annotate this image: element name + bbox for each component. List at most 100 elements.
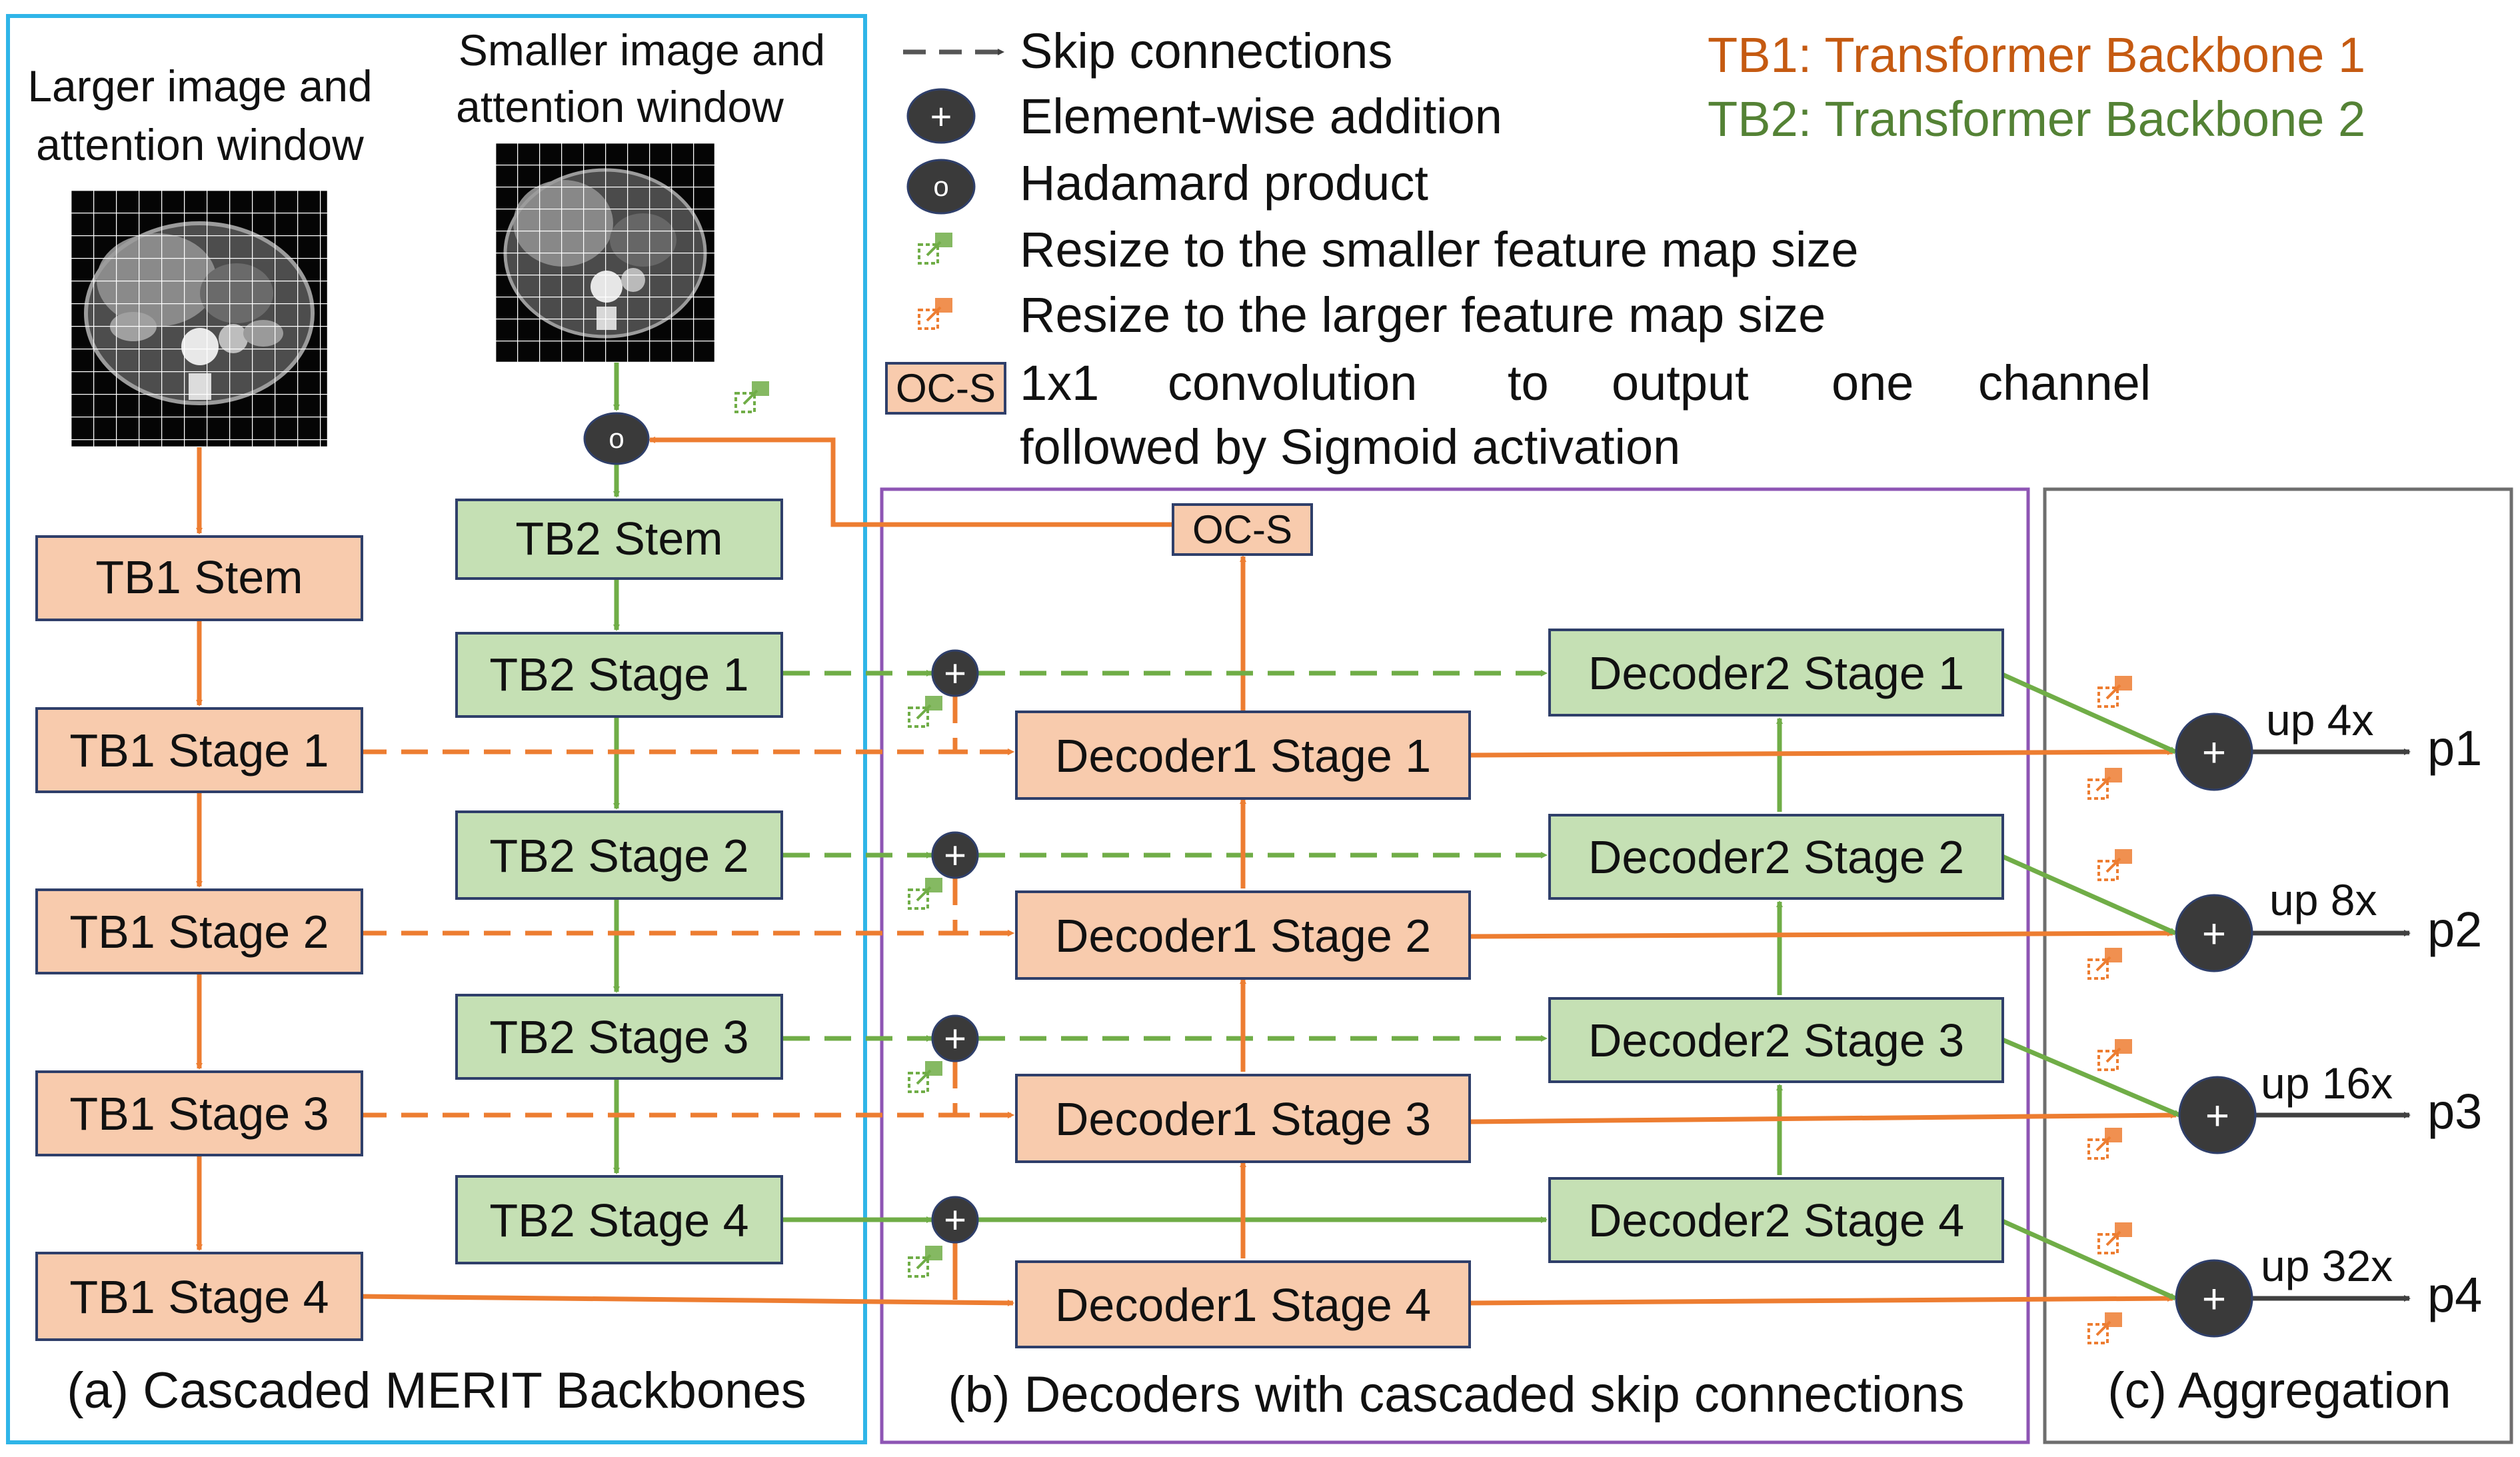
smaller-ct-image <box>494 141 716 364</box>
skip-plus-node-2: + <box>931 831 979 879</box>
decoder2-stage1-node: Decoder2 Stage 1 <box>1548 629 2004 717</box>
legend-ocs-word-4: output <box>1612 355 1749 411</box>
legend-ocs-box-label: OC-S <box>896 366 996 411</box>
decoder1-stage3-node: Decoder1 Stage 3 <box>1015 1074 1471 1163</box>
legend-tb2-text: TB2: Transformer Backbone 2 <box>1708 91 2365 147</box>
aggregation-plus-node-2: + <box>2175 894 2253 972</box>
resize-small-icon <box>918 233 952 265</box>
panel-a-frame <box>6 14 867 1444</box>
tb1-stem-label: TB1 Stem <box>95 551 303 603</box>
legend-hadamard-text: Hadamard product <box>1020 155 1428 211</box>
up-label-4: up 32x <box>2261 1241 2393 1290</box>
skip-plus-node-1: + <box>931 649 979 697</box>
output-p1: p1 <box>2427 721 2482 776</box>
decoder1-stage3-label: Decoder1 Stage 3 <box>1055 1093 1431 1145</box>
resize-small-icon <box>908 1061 942 1093</box>
aggregation-plus-symbol-2: + <box>2202 911 2226 957</box>
resize-large-icon <box>2087 768 2122 800</box>
tb2-stage4-node: TB2 Stage 4 <box>455 1175 783 1264</box>
resize-large-icon <box>2087 948 2122 980</box>
resize-large-icon <box>2097 1039 2132 1071</box>
tb2-stem-label: TB2 Stem <box>515 513 722 565</box>
tb1-stage3-node: TB1 Stage 3 <box>35 1070 363 1156</box>
tb1-stage4-label: TB1 Stage 4 <box>69 1271 329 1323</box>
resize-large-icon <box>918 298 952 330</box>
output-p3: p3 <box>2427 1084 2482 1139</box>
legend-ocs-word-5: one <box>1832 355 1913 411</box>
legend-ocs-row: OC-S 1x1 convolution to output one chann… <box>885 355 2151 475</box>
tb2-skip-arrows <box>783 670 1548 1042</box>
tb1-stage4-node: TB1 Stage 4 <box>35 1252 363 1341</box>
decoder1-stage4-node: Decoder1 Stage 4 <box>1015 1260 1471 1348</box>
decoder1-to-aggregation-arrows <box>1469 748 2177 1306</box>
tb2-stage1-node: TB2 Stage 1 <box>455 632 783 718</box>
tb2-stage2-label: TB2 Stage 2 <box>489 830 748 882</box>
resize-large-icon <box>2087 1128 2122 1160</box>
decoder2-stage3-label: Decoder2 Stage 3 <box>1588 1014 1964 1066</box>
decoder2-stage3-node: Decoder2 Stage 3 <box>1548 997 2004 1083</box>
legend-hadamard-icon <box>906 159 976 215</box>
skip-plus-symbol-1: + <box>944 652 966 695</box>
skip-plus-node-3: + <box>931 1014 979 1062</box>
aggregation-plus-symbol-4: + <box>2202 1276 2226 1322</box>
skip-plus-symbol-2: + <box>944 834 966 877</box>
tb1-stage1-node: TB1 Stage 1 <box>35 707 363 793</box>
resize-small-icon <box>908 878 942 910</box>
tb1-stem-node: TB1 Stem <box>35 535 363 621</box>
ocs-feedback-arrow <box>648 437 1243 527</box>
tb1-stage4-arrows <box>359 1243 1014 1306</box>
legend-add-row: + Element-wise addition <box>906 88 1502 144</box>
resize-small-icon <box>734 381 769 413</box>
decoder2-stage2-node: Decoder2 Stage 2 <box>1548 814 2004 900</box>
caption-panel-b: (b) Decoders with cascaded skip connecti… <box>948 1366 1965 1423</box>
decoder1-stage1-node: Decoder1 Stage 1 <box>1015 711 1471 800</box>
decoder2-stage2-label: Decoder2 Stage 2 <box>1588 831 1964 883</box>
decoder2-stage4-node: Decoder2 Stage 4 <box>1548 1177 2004 1263</box>
tb1-stage3-label: TB1 Stage 3 <box>69 1088 329 1140</box>
output-p4: p4 <box>2427 1267 2482 1322</box>
legend-add-text: Element-wise addition <box>1020 89 1502 144</box>
aggregation-plus-symbol-3: + <box>2205 1093 2229 1139</box>
smaller-image-title-1: Smaller image and <box>459 25 825 75</box>
skip-plus-node-4: + <box>931 1196 979 1244</box>
tb2-stage1-label: TB2 Stage 1 <box>489 649 748 701</box>
tb1-stage1-label: TB1 Stage 1 <box>69 725 329 776</box>
output-p2: p2 <box>2427 902 2482 957</box>
larger-image-title-2: attention window <box>36 120 364 169</box>
legend: Skip connections + Element-wise addition… <box>885 23 2365 475</box>
tb1-stage2-label: TB1 Stage 2 <box>69 906 329 958</box>
decoder2-stage4-label: Decoder2 Stage 4 <box>1588 1194 1964 1246</box>
ocs-node: OC-S <box>1172 503 1313 556</box>
hadamard-node: o <box>583 412 650 465</box>
tb1-stage2-node: TB1 Stage 2 <box>35 888 363 974</box>
legend-ocs-word-3: to <box>1508 355 1549 411</box>
hadamard-symbol: o <box>609 423 624 454</box>
legend-hadamard-row: o Hadamard product <box>906 155 1428 215</box>
legend-resize-small-text: Resize to the smaller feature map size <box>1020 222 1859 277</box>
legend-skip-row: Skip connections <box>903 23 1392 79</box>
resize-large-icon <box>2097 1222 2132 1254</box>
up-label-3: up 16x <box>2261 1058 2393 1108</box>
decoder2-stage1-label: Decoder2 Stage 1 <box>1588 647 1964 699</box>
legend-ocs-box <box>885 362 1006 415</box>
up-label-1: up 4x <box>2266 695 2373 744</box>
legend-skip-text: Skip connections <box>1020 23 1392 79</box>
legend-tb1-text: TB1: Transformer Backbone 1 <box>1708 27 2365 83</box>
resize-icons <box>734 233 2132 1344</box>
up-label-2: up 8x <box>2269 875 2377 924</box>
larger-ct-image <box>69 189 329 449</box>
tb2-stage3-node: TB2 Stage 3 <box>455 994 783 1080</box>
aggregation-output-arrows <box>2246 748 2411 1302</box>
skip-plus-symbol-3: + <box>944 1017 966 1060</box>
tb2-stem-node: TB2 Stem <box>455 499 783 580</box>
skip-plus-symbol-4: + <box>944 1198 966 1242</box>
aggregation-plus-node-3: + <box>2178 1076 2257 1154</box>
decoder1-stage1-label: Decoder1 Stage 1 <box>1055 730 1431 782</box>
legend-ocs-word-2: convolution <box>1168 355 1417 411</box>
legend-resize-small-row: Resize to the smaller feature map size <box>1020 222 1859 277</box>
caption-panel-a: (a) Cascaded MERIT Backbones <box>67 1362 806 1419</box>
resize-large-icon <box>2097 849 2132 881</box>
larger-image-title-1: Larger image and <box>27 61 372 111</box>
